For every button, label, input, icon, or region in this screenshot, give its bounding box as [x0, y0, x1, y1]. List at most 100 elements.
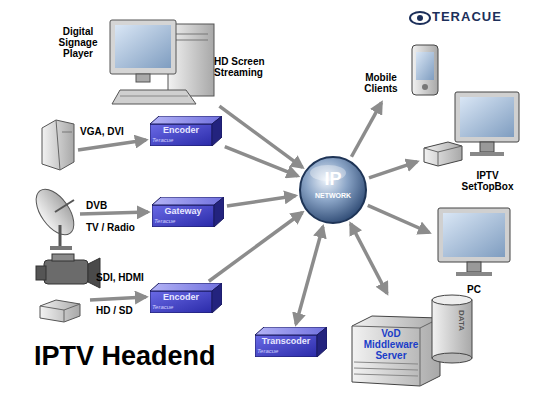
- media-player-icon-part: [40, 300, 80, 322]
- diagram-title: IPTV Headend: [34, 342, 216, 372]
- box-top-face: [152, 197, 224, 205]
- box-front-face: [255, 335, 317, 357]
- signal-label: HD / SD: [96, 305, 133, 316]
- connector-arrow: [227, 196, 295, 206]
- connector-arrow: [351, 103, 381, 157]
- server-icon-part: [62, 132, 72, 133]
- tv-set-top-box-icon-part: [455, 92, 519, 142]
- node-label: Mobile Clients: [355, 72, 407, 94]
- logo-eye-part: [417, 15, 423, 21]
- satellite-dish-icon-part: [59, 225, 62, 248]
- mobile-phone-icon: [412, 45, 438, 95]
- database-cylinder-icon: [432, 295, 472, 363]
- desktop-computer-icon-part: [112, 90, 196, 104]
- connector-label: HD Screen Streaming: [214, 56, 274, 78]
- vod-server: VoD Middleware Server: [350, 296, 475, 388]
- desktop-computer-icon-part: [174, 40, 208, 41]
- camera-icon: [36, 254, 100, 288]
- signal-label: TV / Radio: [86, 222, 135, 233]
- tv-set-top-box-icon-part: [438, 146, 462, 152]
- node-label: Digital Signage Player: [53, 26, 103, 59]
- rack-server-icon: [352, 316, 440, 386]
- camera-icon-part: [52, 254, 74, 261]
- pc-client: PC: [432, 205, 517, 300]
- node-label: Gateway: [152, 207, 214, 217]
- mobile-phone-icon-part: [416, 52, 434, 80]
- tv-set-top-box-icon-part: [460, 97, 514, 137]
- circle-outline: [298, 155, 368, 225]
- monitor-icon-part: [443, 213, 505, 257]
- node-label: IP: [298, 170, 368, 190]
- media-player-icon-part: [64, 310, 65, 322]
- desktop-computer-icon-part: [136, 74, 150, 82]
- source-arrows-part: [90, 297, 146, 300]
- monitor-icon-part: [456, 272, 492, 276]
- rack-server-icon-part: [354, 368, 418, 370]
- server-icon-part: [56, 120, 60, 170]
- box-side-face: [214, 197, 224, 227]
- signal-label: DVB: [86, 200, 107, 211]
- rack-server-icon-part: [354, 362, 418, 364]
- box-side-face: [212, 283, 222, 313]
- node-label: Transcoder: [255, 337, 317, 347]
- connector-arrow: [351, 224, 387, 294]
- desktop-computer-icon-part: [120, 96, 188, 97]
- storage-label: DATA: [456, 310, 465, 331]
- encoder-box: EncoderTeracue: [150, 116, 222, 146]
- tv-set-top-box-icon-part: [470, 152, 504, 156]
- encoder-box: EncoderTeracue: [150, 283, 222, 313]
- connector-arrow: [209, 212, 303, 281]
- node-sublabel: Teracue: [257, 348, 297, 355]
- rack-server-icon-part: [352, 316, 440, 386]
- signal-label: VGA, DVI: [80, 126, 124, 137]
- tv-set-top-box-icon-part: [438, 152, 439, 166]
- satellite-dish-icon-part: [29, 183, 82, 242]
- iptv-set-top-box: IPTV SetTopBox: [420, 88, 525, 198]
- connector-arrow: [219, 106, 302, 167]
- mobile-phone-icon-part: [412, 45, 438, 95]
- database-cylinder-icon-part: [432, 295, 472, 305]
- box-top-face: [150, 283, 222, 291]
- network-globe: [300, 157, 366, 223]
- node-label: IPTV SetTopBox: [450, 170, 525, 192]
- box-side-face: [212, 116, 222, 146]
- rack-server-icon-part: [352, 326, 420, 328]
- node-label: Encoder: [150, 126, 212, 136]
- connector-arrow: [225, 147, 298, 176]
- monitor-icon-part: [438, 208, 510, 262]
- database-cylinder-icon-part: [432, 353, 472, 363]
- node-label: Encoder: [150, 293, 212, 303]
- box-front-face: [152, 205, 214, 227]
- box-top-face: [150, 116, 222, 124]
- desktop-computer-icon-part: [115, 25, 171, 68]
- logo-text: TERACUE: [432, 10, 502, 24]
- source-arrows-part: [78, 140, 146, 150]
- server-icon-part: [42, 120, 74, 170]
- transcoder-box: TranscoderTeracue: [255, 327, 327, 357]
- node-label: PC: [454, 284, 494, 295]
- desktop-computer-icon-part: [174, 34, 208, 35]
- media-player-icon-part: [40, 306, 64, 310]
- monitor-icon: [438, 208, 510, 276]
- box-front-face: [150, 124, 212, 146]
- desktop-computer-icon: [110, 20, 214, 104]
- tv-set-top-box-icon-part: [424, 148, 438, 152]
- satellite-dish-icon-part: [55, 200, 74, 212]
- server-icon: [42, 120, 74, 170]
- node-sublabel: NETWORK: [298, 192, 368, 200]
- digital-signage-player: Digital Signage Player: [105, 16, 217, 110]
- camera-icon-part: [36, 266, 46, 280]
- node-sublabel: Teracue: [152, 137, 192, 144]
- signal-label: SDI, HDMI: [96, 272, 144, 283]
- desktop-computer-icon-part: [110, 20, 176, 74]
- camera-icon-part: [44, 260, 88, 284]
- media-player-icon-part: [64, 304, 80, 310]
- node-sublabel: Teracue: [152, 304, 192, 311]
- gateway-box: GatewayTeracue: [152, 197, 224, 227]
- box-front-face: [150, 291, 212, 313]
- box-top-face: [255, 327, 327, 335]
- logo-eye: [410, 12, 430, 24]
- monitor-icon-part: [467, 262, 481, 272]
